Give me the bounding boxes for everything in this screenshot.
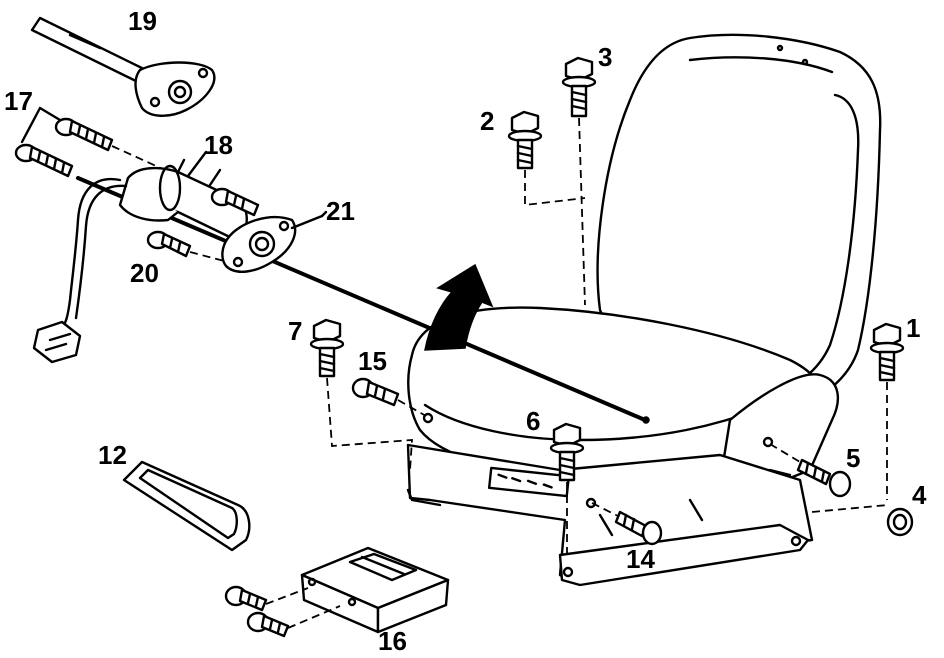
seat-slide-rail: [558, 523, 810, 587]
screw-icon: [54, 117, 114, 152]
part-2-bolt: [507, 110, 586, 207]
callout-12: 12: [98, 440, 127, 470]
cable-end: [642, 416, 650, 424]
backrest-hole: [776, 44, 784, 52]
callout-3: 3: [598, 42, 612, 72]
seat: [406, 33, 882, 587]
part-14-screw: [591, 502, 663, 546]
part-5-screw: [769, 443, 852, 498]
rail-hole: [790, 535, 802, 547]
callout-5: 5: [846, 443, 860, 473]
wire-harness: [58, 177, 122, 332]
seat-base-label-marks: [497, 473, 553, 489]
callout-14: 14: [626, 544, 655, 574]
seat-side-bolster: [720, 373, 840, 492]
part-4-washer: [811, 504, 914, 537]
part-6-bolt: [549, 422, 585, 560]
callout-2: 2: [480, 106, 494, 136]
callout-19: 19: [128, 6, 157, 36]
rail-hole: [562, 566, 574, 578]
callout-20: 20: [130, 258, 159, 288]
seat-backrest-seam-top: [688, 56, 834, 74]
callout-6: 6: [526, 406, 540, 436]
callout-21: 21: [326, 196, 355, 226]
part-18-housing: [118, 158, 248, 242]
direction-arrow-icon: [424, 263, 494, 351]
frame-hole: [422, 412, 434, 424]
frame-hole: [762, 436, 774, 448]
leader-18: [186, 150, 208, 178]
leader-21: [320, 210, 328, 218]
callout-16: 16: [378, 626, 407, 656]
part-1-bolt: [869, 322, 905, 500]
callout-17: 17: [4, 86, 33, 116]
part-16-module: [300, 546, 450, 634]
callout-7: 7: [288, 316, 302, 346]
callout-1: 1: [906, 313, 920, 343]
screw-icon: [210, 187, 260, 217]
part-7-bolt: [309, 318, 413, 471]
part-3-bolt: [561, 56, 597, 306]
frame-hole: [585, 497, 597, 509]
screw-icon: [246, 605, 341, 638]
callout-15: 15: [358, 346, 387, 376]
callout-18: 18: [204, 130, 233, 160]
part-20-screw: [146, 230, 229, 263]
screw-icon: [224, 585, 309, 612]
callout-labels: 1 2 3 4 5 6 7 12 14 15 16 17 18 19 20 21: [4, 6, 927, 656]
part-17-bolts: [14, 106, 166, 178]
backrest-hole: [801, 58, 809, 66]
screw-icon: [14, 143, 74, 178]
callout-4: 4: [912, 480, 927, 510]
part-12-gasket: [122, 460, 251, 552]
release-cable: [76, 176, 647, 422]
wire-connector: [32, 320, 82, 364]
wire-harness: [74, 184, 128, 320]
part-19-shaft: [30, 16, 216, 117]
part-15-screw: [351, 377, 427, 417]
seat-base-details: [406, 468, 792, 537]
part-21-flange: [221, 214, 324, 273]
